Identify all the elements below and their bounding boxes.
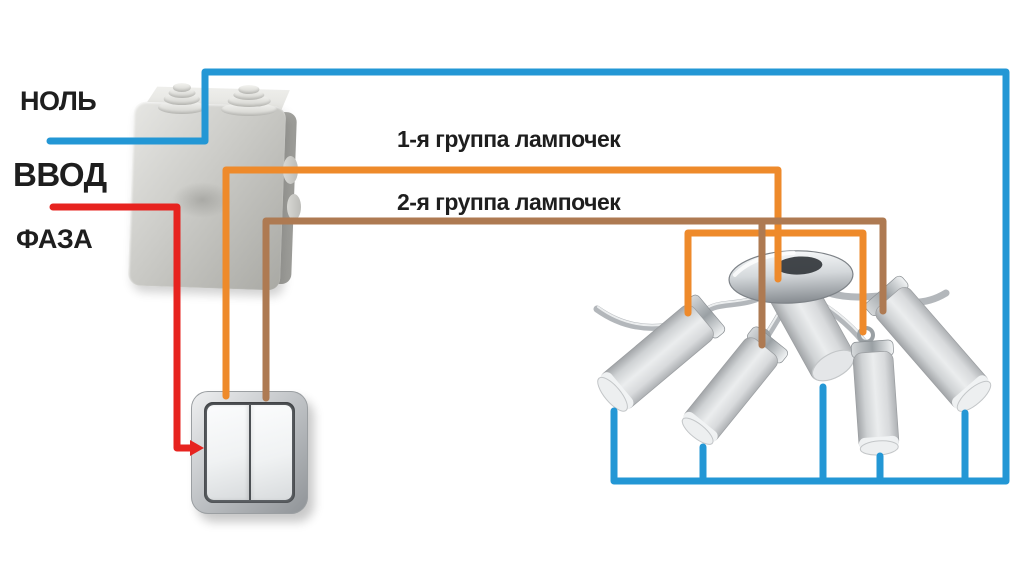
switch-rocker-left [207, 405, 249, 500]
cable-gland-right [221, 84, 277, 116]
lamp-4 [850, 339, 900, 456]
two-gang-switch [191, 391, 308, 514]
neutral-wire [46, 68, 1010, 485]
switch-rockers [207, 405, 292, 500]
phase-wire [49, 203, 194, 452]
phase-arrowhead [190, 440, 204, 456]
cable-gland-left [158, 82, 206, 114]
group1-wire-branch [684, 229, 867, 336]
group2-wire [262, 217, 887, 402]
group1-label: 1-я группа лампочек [397, 126, 621, 152]
group2-label: 2-я группа лампочек [397, 189, 621, 215]
switch-rocker-right [250, 405, 292, 500]
phase-label: ФАЗА [16, 224, 93, 254]
junction-box-side-gland [287, 194, 301, 220]
lamp-5 [865, 275, 992, 412]
neutral-label: НОЛЬ [20, 86, 97, 116]
input-label: ВВОД [13, 156, 107, 193]
lamp-2 [681, 326, 788, 445]
five-lamp-chandelier [593, 250, 992, 456]
lamp-1 [597, 294, 726, 412]
junction-box-emboss [172, 182, 232, 218]
